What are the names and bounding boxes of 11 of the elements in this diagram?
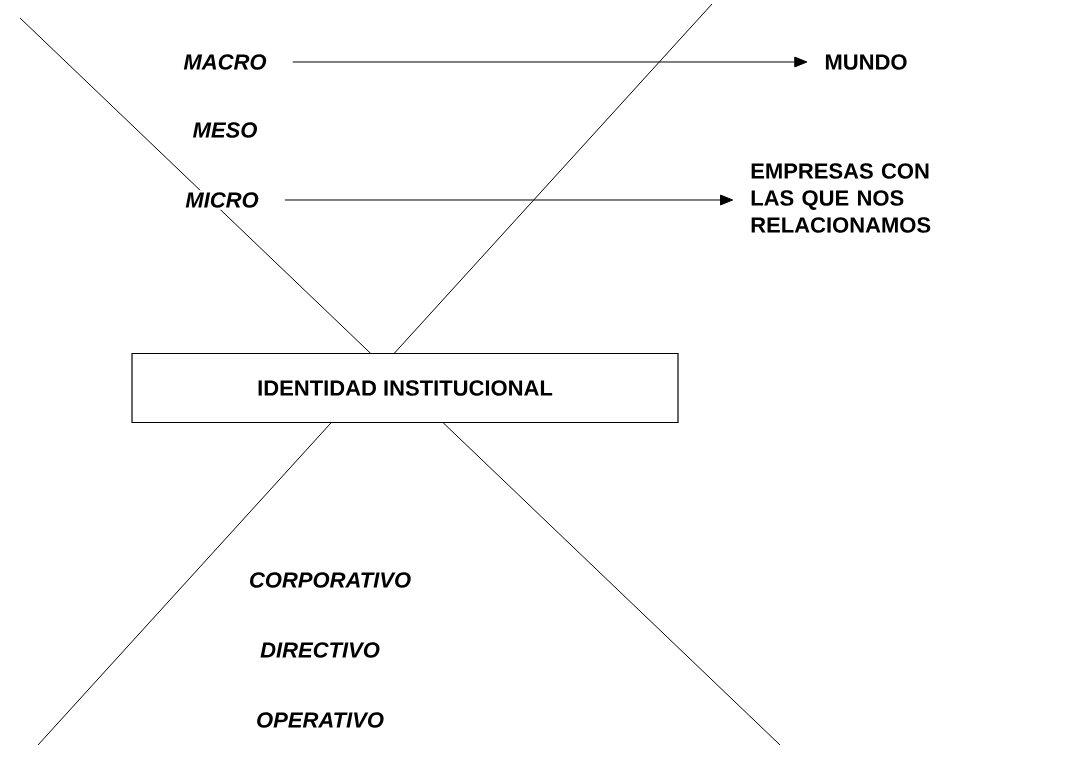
target-label: MUNDO [825,54,907,70]
title-box: IDENTIDAD INSTITUCIONAL [131,352,679,424]
level-label: MACRO [181,52,269,72]
level-label: CORPORATIVO [246,570,414,590]
arrow [284,194,734,206]
level-label: OPERATIVO [254,710,386,730]
level-label: MICRO [183,190,261,210]
arrow [292,56,808,68]
level-label: MESO [190,120,260,140]
level-label: DIRECTIVO [258,640,382,660]
target-label: EMPRESAS CON LAS QUE NOS RELACIONAMOS [751,163,931,233]
